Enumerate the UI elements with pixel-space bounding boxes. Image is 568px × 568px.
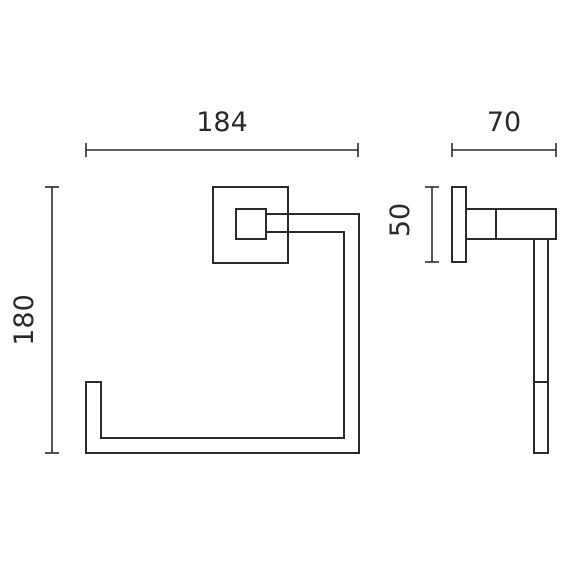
side-post-arm bbox=[465, 208, 557, 240]
height-dimension: 180 bbox=[9, 186, 59, 454]
width-dimension-label: 184 bbox=[196, 107, 248, 138]
plate-height-dimension-label: 50 bbox=[385, 203, 416, 237]
depth-dimension: 70 bbox=[451, 107, 557, 157]
side-ring-bar bbox=[533, 238, 549, 454]
post-square bbox=[235, 208, 267, 240]
width-dimension: 184 bbox=[85, 107, 359, 157]
side-view bbox=[451, 186, 557, 454]
plate-height-dimension: 50 bbox=[385, 186, 439, 263]
side-wall-plate bbox=[451, 186, 467, 263]
ring-frame bbox=[85, 213, 360, 454]
depth-dimension-label: 70 bbox=[487, 107, 521, 138]
front-view bbox=[85, 186, 360, 454]
wall-plate-outline bbox=[212, 186, 289, 264]
height-dimension-label: 180 bbox=[9, 294, 40, 346]
